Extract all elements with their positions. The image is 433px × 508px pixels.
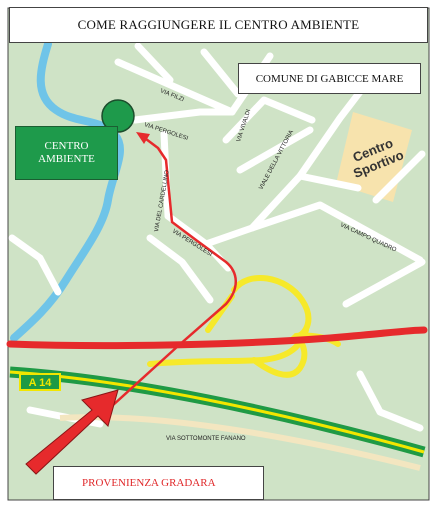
road-vittoria-spur xyxy=(296,172,362,192)
map-title: COME RAGGIUNGERE IL CENTRO AMBIENTE xyxy=(9,7,428,43)
a14-badge: A 14 xyxy=(19,373,61,391)
road-vivaldi-block xyxy=(222,96,316,144)
road-west xyxy=(8,234,62,296)
centro-ambiente-label[interactable]: CENTRO AMBIENTE xyxy=(15,126,118,180)
road-filzi-north xyxy=(200,48,242,98)
road-filzi xyxy=(114,58,236,116)
incoming-arrow xyxy=(25,389,119,475)
road-side xyxy=(146,234,214,304)
centro-ambiente-line2: AMBIENTE xyxy=(38,153,95,165)
svg-text:A 14: A 14 xyxy=(29,377,53,389)
centro-ambiente-marker[interactable] xyxy=(101,99,135,133)
road-block-2 xyxy=(236,126,314,174)
provenienza-label: PROVENIENZA GRADARA xyxy=(53,466,264,500)
road-filzi-link xyxy=(134,42,174,84)
route-arrowhead xyxy=(136,132,150,144)
comune-label: COMUNE DI GABICCE MARE xyxy=(238,63,421,94)
road-campo-quadro xyxy=(248,201,424,264)
red-main-road xyxy=(6,326,428,350)
centro-ambiente-line1: CENTRO xyxy=(44,140,89,152)
road-south-east xyxy=(356,370,424,432)
road-east xyxy=(372,150,426,204)
route-line xyxy=(111,135,237,407)
street-label-sottomonte: VIA SOTTOMONTE FANANO xyxy=(166,436,246,442)
road-pergolesi-top xyxy=(131,108,236,124)
road-east-2 xyxy=(342,258,426,308)
road-cardellino xyxy=(160,130,172,220)
